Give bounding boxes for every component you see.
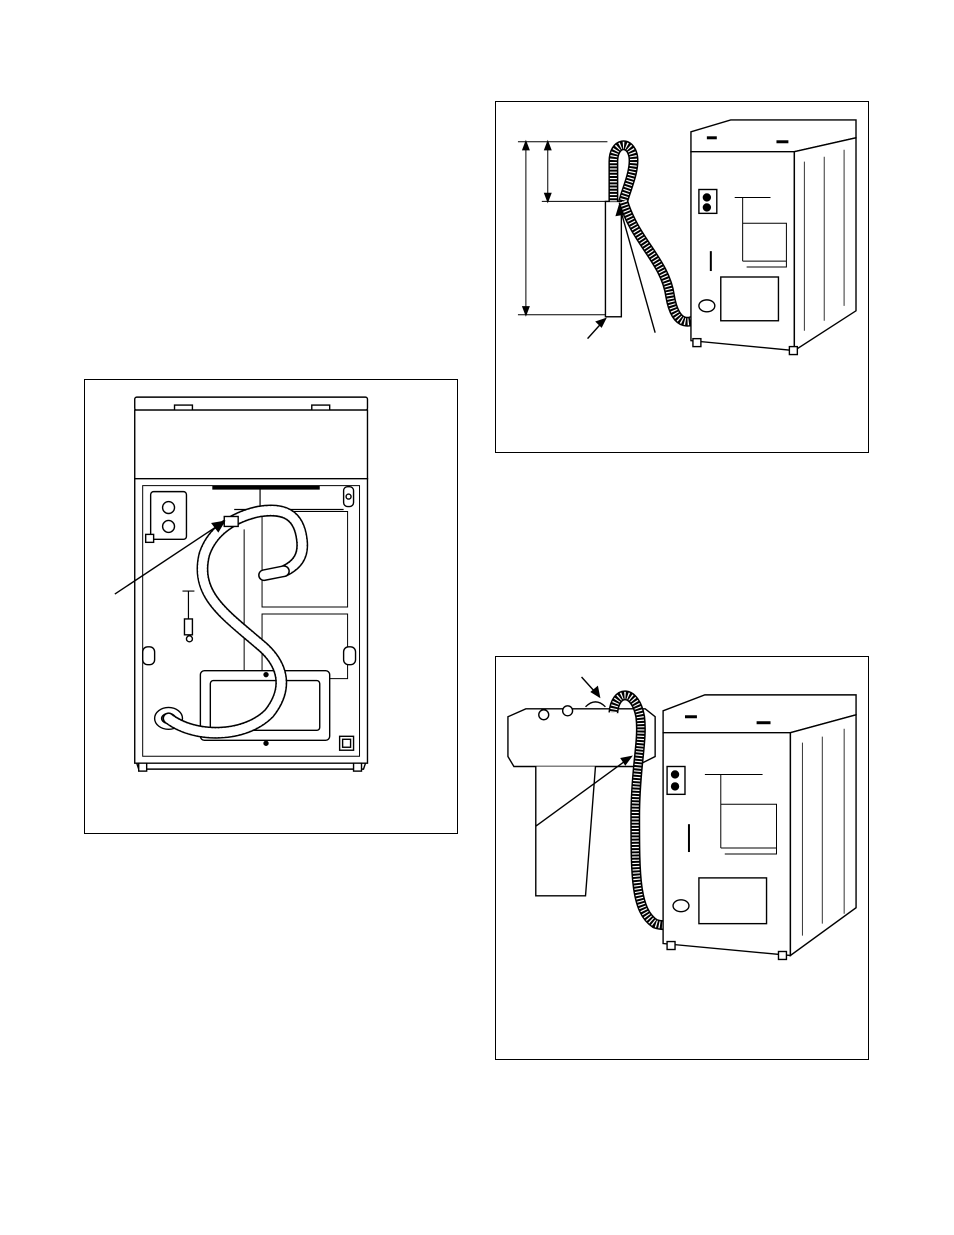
laundry-tub-illustration [496, 657, 868, 1059]
laundry-tub-pedestal [536, 766, 596, 895]
drain-outlet [699, 300, 715, 312]
figure-laundry-tub-drain [495, 656, 869, 1060]
washer-side [790, 715, 856, 956]
washer-console [135, 410, 368, 479]
standpipe [605, 201, 621, 316]
lower-access-panel [699, 878, 767, 924]
standpipe-illustration [496, 102, 868, 452]
figure-washer-rear-drain-hose [84, 379, 458, 834]
hose-insert-dimension [542, 142, 612, 202]
laundry-tub [508, 709, 655, 767]
hose-clamp [224, 516, 238, 526]
lower-access-panel [721, 277, 779, 321]
foot-right [354, 763, 362, 771]
washer-lid [135, 397, 368, 410]
drain-outlet [673, 900, 689, 912]
washer-rear-illustration [85, 380, 457, 833]
figure-standpipe-drain [495, 101, 869, 453]
foot-left [139, 763, 147, 771]
washer-side [794, 138, 856, 351]
